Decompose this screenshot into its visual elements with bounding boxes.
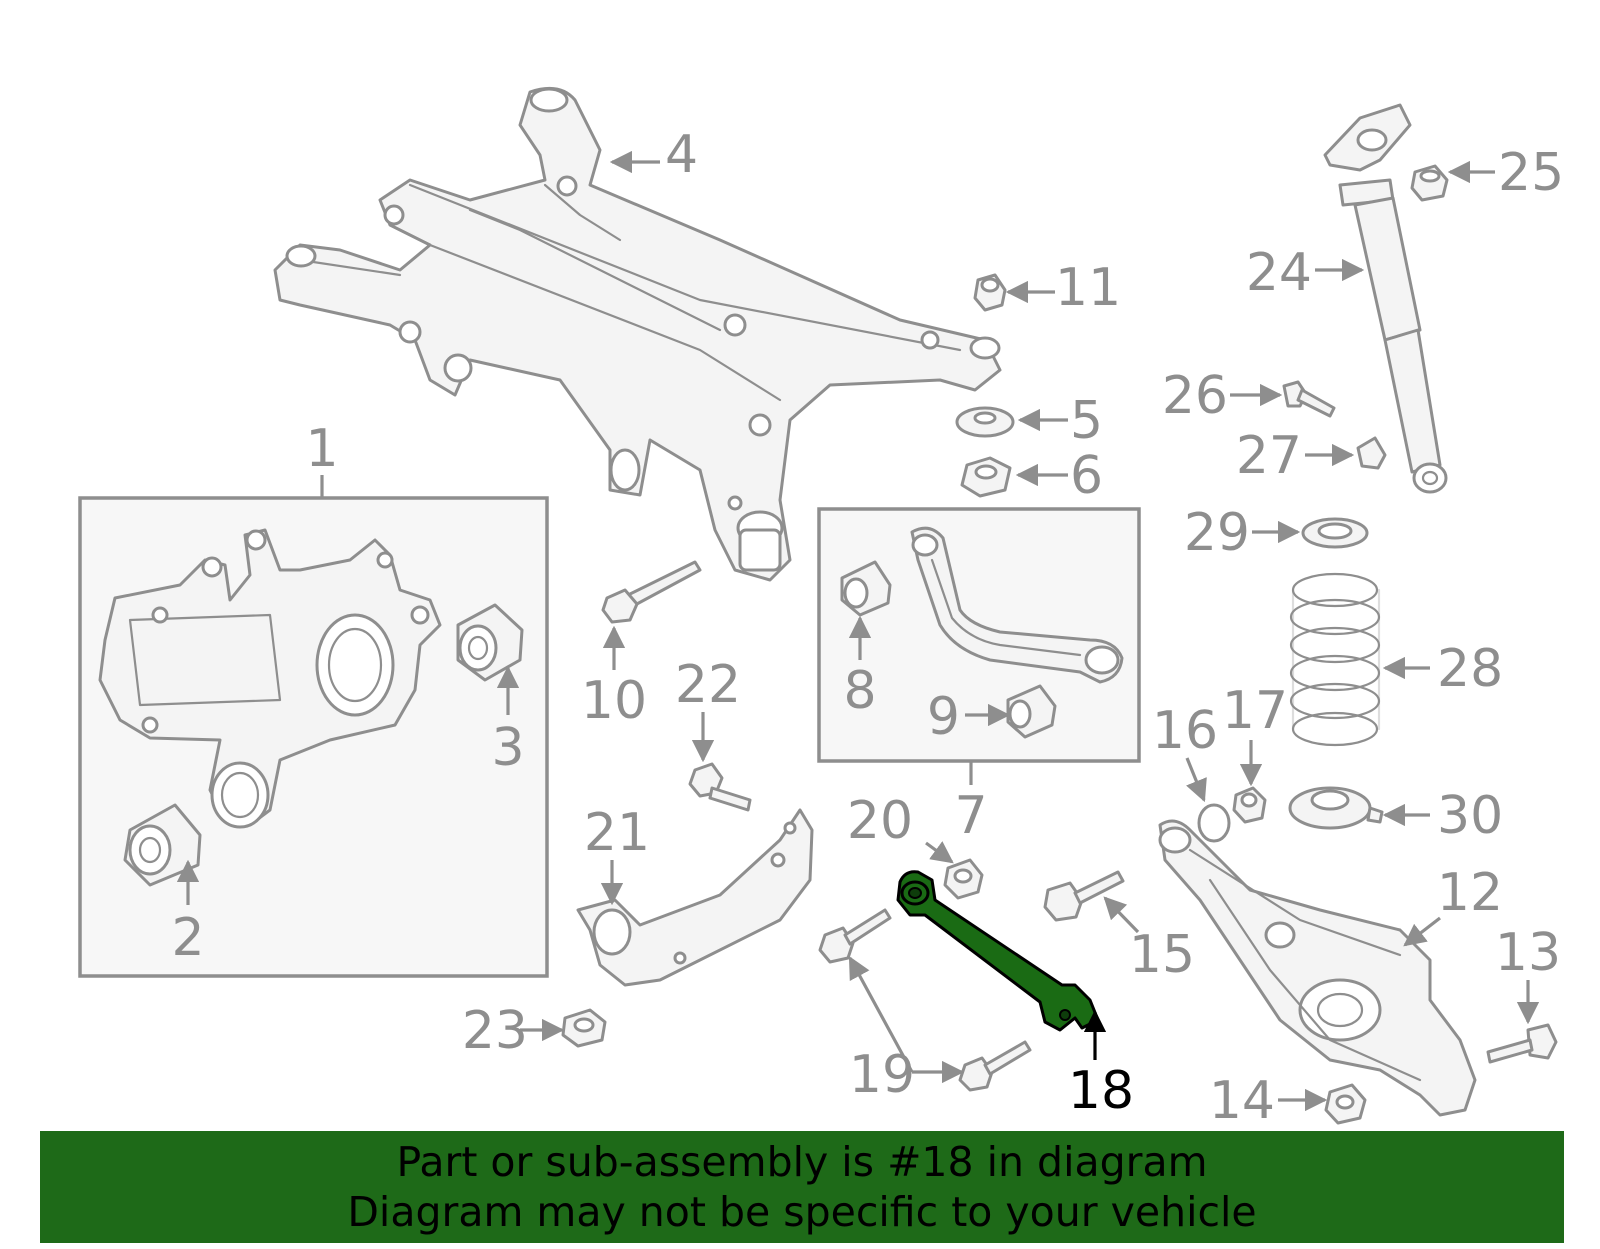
- callout-14: 14: [1209, 1071, 1275, 1131]
- callout-4: 4: [665, 125, 698, 185]
- nut-part-6: [960, 456, 1012, 498]
- callout-24: 24: [1246, 243, 1312, 303]
- callout-19: 19: [849, 1045, 915, 1105]
- washer-part-5: [955, 406, 1015, 438]
- callout-16: 16: [1152, 701, 1218, 761]
- callout-23: 23: [462, 1001, 528, 1061]
- bolt-part-10: [601, 560, 702, 624]
- callout-26: 26: [1162, 366, 1228, 426]
- banner-line-2: Diagram may not be specific to your vehi…: [347, 1188, 1257, 1236]
- bolt-part-19-upper: [818, 908, 892, 964]
- lower-arm-part-12: [1158, 819, 1477, 1117]
- nut-part-11: [973, 273, 1007, 312]
- callout-18: 18: [1068, 1061, 1134, 1121]
- nut-part-20: [943, 858, 984, 900]
- bolt-part-22: [688, 762, 752, 812]
- callout-29: 29: [1184, 503, 1250, 563]
- callout-10: 10: [581, 671, 647, 731]
- upper-arm-part-7: [910, 526, 1124, 684]
- nut-part-23: [561, 1008, 607, 1048]
- lateral-link-part-18: [896, 870, 1100, 1032]
- shock-absorber-part-24: [1323, 103, 1448, 494]
- ring-part-16: [1197, 803, 1231, 843]
- leader-12: [1403, 916, 1441, 947]
- callout-6: 6: [1070, 446, 1103, 506]
- banner-line-1: Part or sub-assembly is #18 in diagram: [396, 1138, 1208, 1186]
- callout-22: 22: [675, 655, 741, 715]
- leader-19: [848, 956, 914, 1073]
- callout-5: 5: [1070, 391, 1103, 451]
- callout-8: 8: [843, 661, 876, 721]
- callout-17: 17: [1222, 681, 1288, 741]
- callout-2: 2: [171, 908, 204, 968]
- clip-part-27: [1356, 436, 1387, 470]
- callout-15: 15: [1129, 925, 1195, 985]
- callout-28: 28: [1437, 639, 1503, 699]
- bushing-part-9: [1006, 684, 1057, 739]
- callout-9: 9: [927, 687, 960, 747]
- callout-7: 7: [954, 786, 987, 846]
- callout-21: 21: [584, 803, 650, 863]
- callout-25: 25: [1498, 143, 1564, 203]
- nut-part-17: [1232, 786, 1267, 824]
- trailing-arm-part-21: [576, 808, 814, 987]
- spring-seat-part-29: [1301, 517, 1369, 549]
- coil-spring-part-28: [1289, 572, 1381, 747]
- info-banner: Part or sub-assembly is #18 in diagram D…: [40, 1131, 1564, 1243]
- callout-27: 27: [1236, 426, 1302, 486]
- callout-20: 20: [847, 791, 913, 851]
- nut-part-14: [1324, 1083, 1367, 1125]
- leader-15: [1103, 896, 1140, 934]
- bolt-part-26: [1282, 380, 1336, 418]
- callout-30: 30: [1437, 786, 1503, 846]
- callout-11: 11: [1055, 258, 1121, 318]
- callout-3: 3: [491, 718, 524, 778]
- callout-1: 1: [305, 419, 338, 479]
- bushing-part-3: [456, 603, 524, 682]
- bolt-part-13: [1486, 1023, 1558, 1064]
- callout-13: 13: [1495, 923, 1561, 983]
- callout-12: 12: [1437, 863, 1503, 923]
- bolt-part-19-lower: [958, 1040, 1032, 1092]
- bushing-part-8: [840, 560, 892, 617]
- subframe-part-4: [273, 86, 1002, 582]
- bolt-part-15: [1043, 870, 1125, 922]
- spring-seat-part-30: [1288, 786, 1384, 830]
- leader-16: [1185, 757, 1207, 803]
- leader-20: [925, 841, 954, 864]
- nut-part-25: [1410, 164, 1449, 202]
- knuckle-part-1: [98, 528, 442, 829]
